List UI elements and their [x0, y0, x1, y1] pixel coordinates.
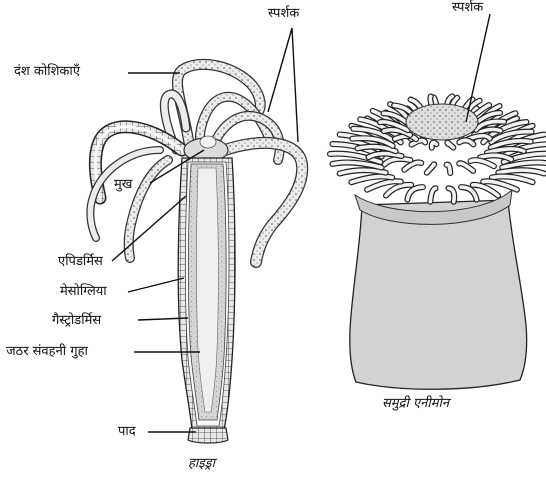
hydra-basal-disc	[188, 428, 228, 443]
leader-epidermis	[112, 196, 186, 261]
label-mesoglea: मेसोग्लिया	[60, 284, 107, 299]
caption-sea-anemone: समुद्री एनीमोन	[382, 396, 449, 411]
label-anemone-tentacles: स्पर्शक	[452, 0, 483, 15]
caption-hydra: हाइड्रा	[188, 456, 215, 471]
anemone-tentacle-fill	[369, 154, 402, 158]
label-foot: पाद	[118, 424, 136, 439]
leader-mesoglea	[128, 278, 184, 292]
mouth-opening	[200, 136, 216, 148]
label-nematocysts: दंश कोशिकाएँ	[14, 64, 80, 79]
label-gastrovascular-cavity: जठर संवहनी गुहा	[6, 344, 88, 359]
hydra-drawing	[90, 64, 302, 443]
sea-anemone-drawing	[330, 96, 546, 389]
label-hydra-tentacles: स्पर्शक	[268, 6, 299, 21]
anemone-tentacle-fill	[459, 163, 473, 171]
leader-tentacles-2	[292, 28, 298, 142]
label-gastrodermis: गैस्ट्रोडर्मिस	[52, 313, 101, 328]
anemone-column	[350, 200, 527, 389]
leader-tentacles-1	[268, 28, 292, 112]
label-epidermis: एपिडर्मिस	[58, 254, 103, 269]
label-mouth: मुख	[114, 177, 132, 192]
